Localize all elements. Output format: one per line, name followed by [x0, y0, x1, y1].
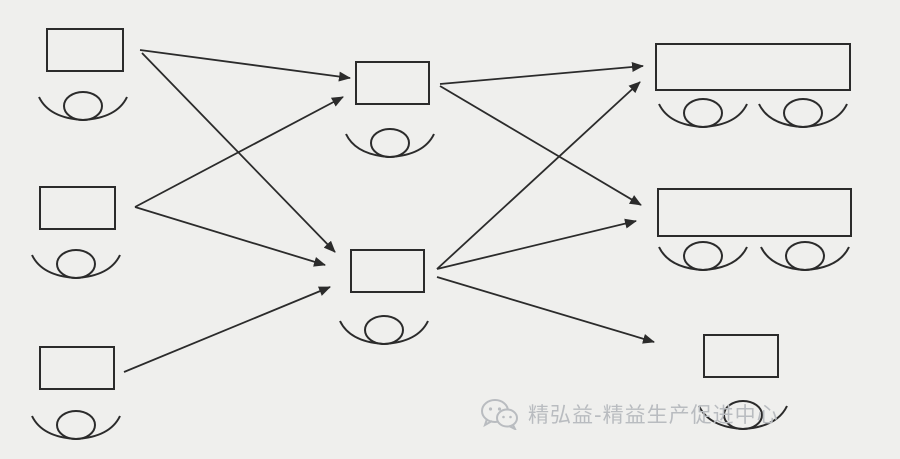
station-s2b — [339, 249, 429, 346]
machine-box — [355, 61, 430, 105]
flow-arrow-s2b-to-s3b — [436, 218, 637, 270]
flow-arrow-s2b-to-s3c — [436, 276, 655, 344]
station-s2a — [345, 61, 435, 159]
flow-arrows — [123, 49, 655, 373]
machine-box — [39, 346, 115, 390]
station-s3b — [657, 188, 852, 272]
watermark: 精弘益-精益生产促进中心 — [480, 397, 779, 431]
flow-arrow-s2b-to-s3a — [436, 81, 641, 270]
operator-icon — [758, 98, 848, 129]
station-s1c — [31, 346, 121, 441]
station-s1a — [38, 28, 128, 122]
machine-box — [39, 186, 116, 230]
machine-box — [46, 28, 124, 72]
operator-icon — [658, 98, 748, 129]
wechat-icon — [481, 399, 518, 430]
operator-icon — [31, 410, 121, 441]
operator-icon — [760, 241, 850, 272]
station-s3a — [655, 43, 851, 129]
machine-box — [655, 43, 851, 91]
flow-arrow-s1a-to-s2a — [139, 49, 351, 82]
operator-icon — [38, 91, 128, 122]
flow-arrow-s2a-to-s3b — [439, 85, 642, 206]
stations — [31, 28, 852, 441]
operator-icon — [698, 400, 788, 431]
machine-box — [703, 334, 779, 378]
flow-arrow-s1c-to-s2b — [123, 286, 331, 373]
station-s1b — [31, 186, 121, 280]
machine-box — [657, 188, 852, 237]
flow-arrow-s1b-to-s2a — [134, 96, 344, 208]
flow-arrow-s1b-to-s2b — [134, 206, 326, 267]
station-s3c — [698, 334, 788, 431]
flow-arrow-s2a-to-s3a — [439, 61, 644, 85]
watermark-text: 精弘益-精益生产促进中心 — [528, 403, 779, 427]
operator-icon — [345, 128, 435, 159]
machine-box — [350, 249, 425, 293]
operator-icon — [339, 315, 429, 346]
operator-icon — [658, 241, 748, 272]
operator-icon — [31, 249, 121, 280]
